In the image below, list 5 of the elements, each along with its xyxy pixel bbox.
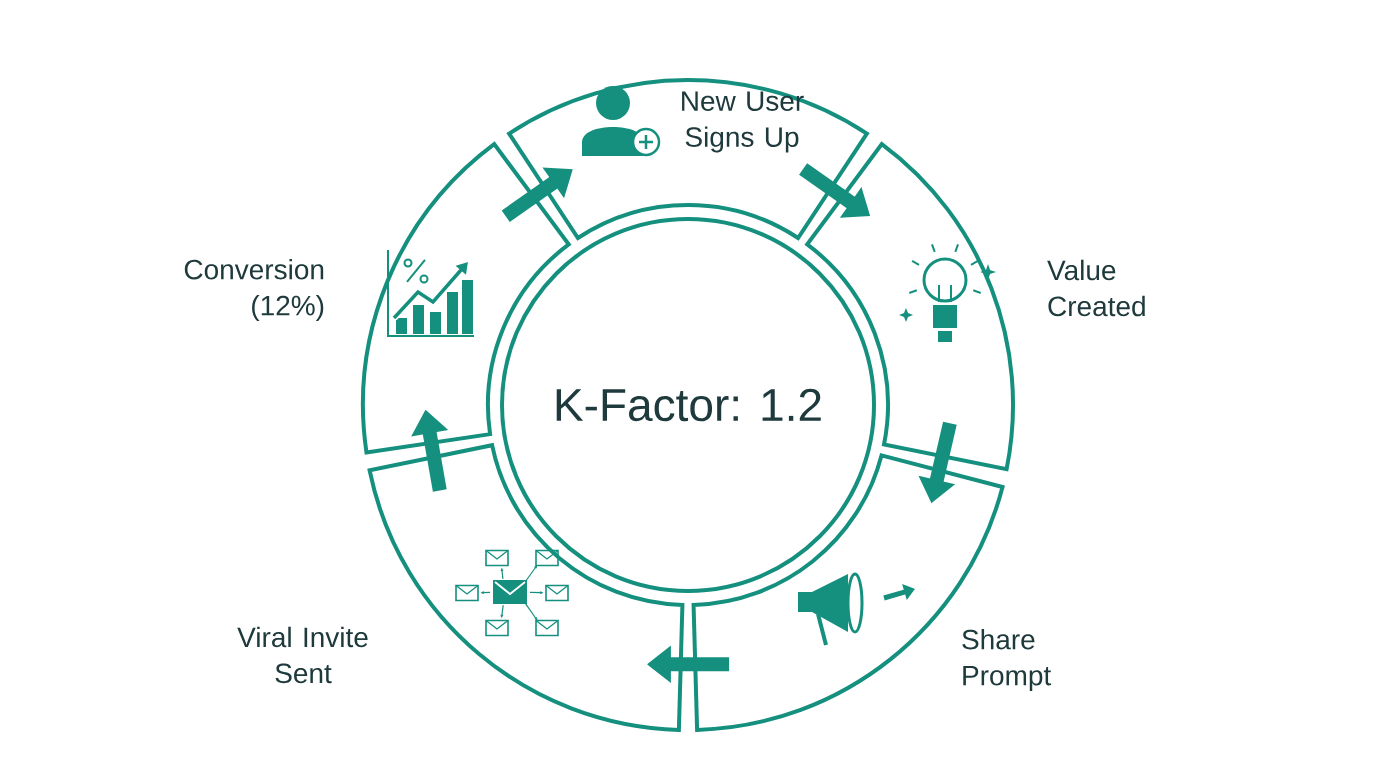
step-label: Value Created: [1047, 259, 1145, 317]
step-label: Share Prompt: [962, 628, 1052, 692]
step-label: New User Signs Up: [682, 91, 804, 153]
step-label: Viral Invite Sent: [237, 626, 368, 684]
step-label: Conversion (12%): [184, 258, 324, 322]
